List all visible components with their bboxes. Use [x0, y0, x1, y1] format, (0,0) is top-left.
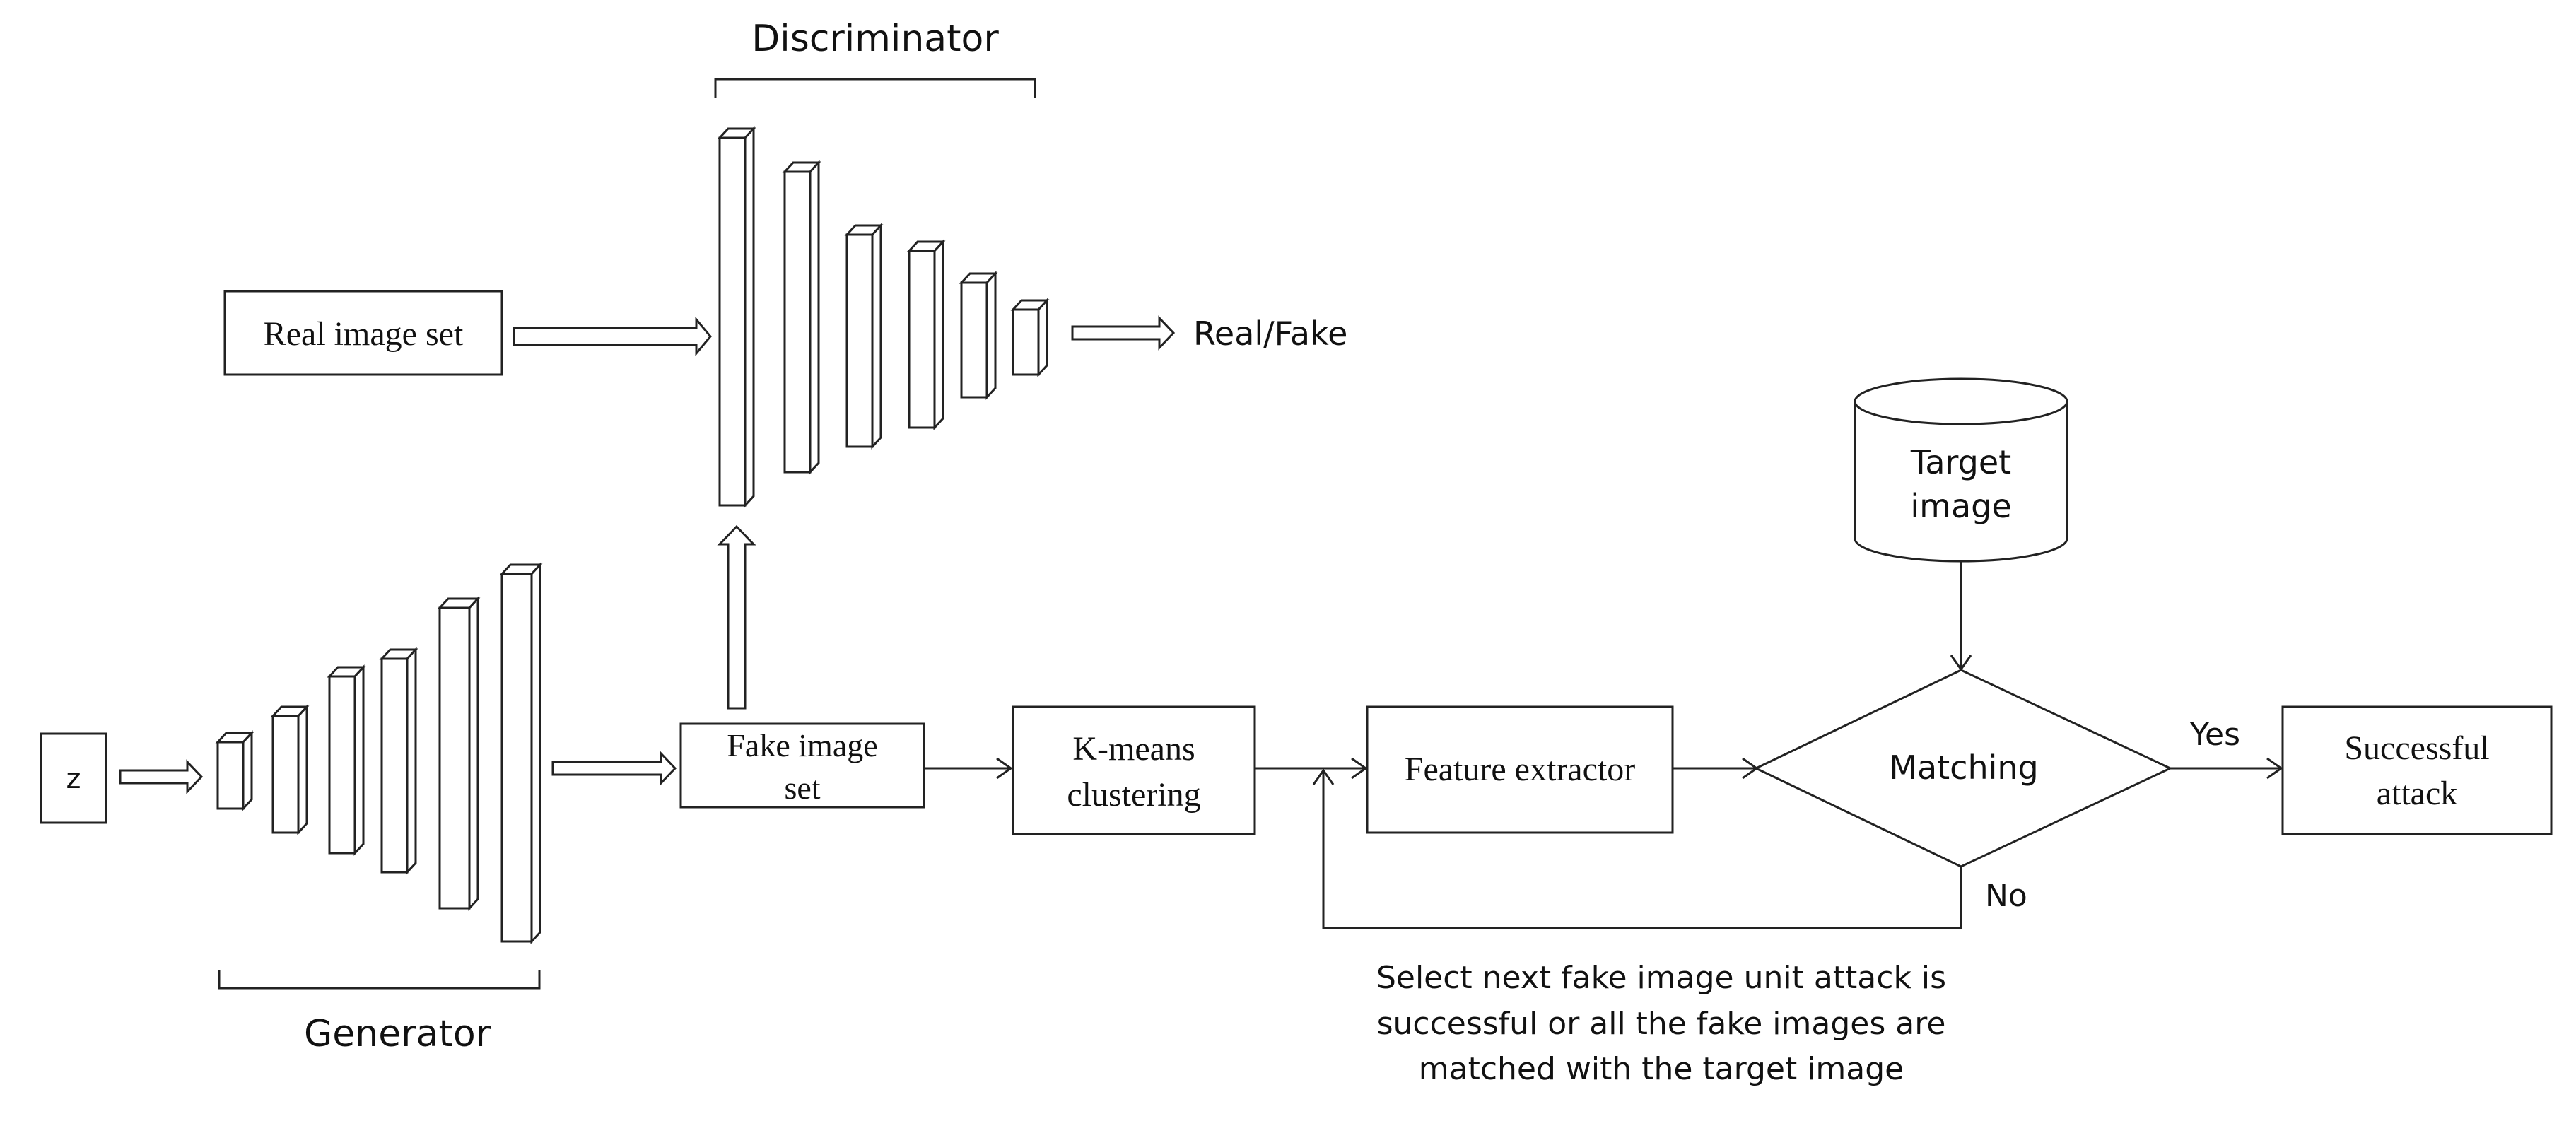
yes-label: Yes: [2189, 717, 2240, 753]
discriminator-layer: [959, 271, 998, 400]
loop-note-line3: matched with the target image: [1419, 1051, 1904, 1087]
matching-yes-arrow: [2170, 757, 2283, 780]
discriminator-layer: [1010, 298, 1050, 377]
real-image-set-label: Real image set: [264, 315, 464, 353]
z-input-box: [40, 732, 107, 824]
fake-to-discriminator-arrow: [717, 524, 756, 710]
z-input-label: z: [66, 763, 81, 795]
feature-extractor-box: [1366, 705, 1674, 834]
discriminator-layer: [844, 223, 884, 450]
successful-attack-label-line1: Successful: [2344, 729, 2489, 767]
kmeans-box: [1012, 705, 1256, 835]
discriminator-layers: [717, 126, 1050, 508]
no-label: No: [1985, 878, 2027, 914]
matching-no-loop: [1312, 768, 1962, 929]
loop-note-line1: Select next fake image unit attack is: [1376, 960, 1946, 996]
z-to-generator-arrow: [119, 759, 204, 794]
generator-layer: [215, 730, 254, 811]
matching-label: Matching: [1889, 749, 2039, 787]
fake-to-kmeans-arrow: [924, 757, 1013, 780]
real-image-set-box: [223, 290, 503, 376]
fake-image-set-label-line1: Fake image: [727, 727, 877, 763]
feature-extractor-label: Feature extractor: [1405, 751, 1636, 788]
real-fake-label: Real/Fake: [1193, 315, 1347, 353]
kmeans-label-line2: clustering: [1067, 776, 1200, 814]
target-image-label-line2: image: [1910, 487, 2011, 525]
target-to-matching-arrow: [1950, 561, 1972, 671]
fake-image-set-label-line2: set: [784, 770, 820, 806]
generator-layer: [270, 704, 310, 835]
discriminator-layer: [906, 239, 946, 430]
discriminator-layer: [717, 126, 756, 508]
generator-layers: [215, 562, 543, 944]
generator-layer: [499, 562, 543, 944]
fake-image-set-box: [679, 722, 925, 809]
generator-bracket: [218, 970, 541, 990]
successful-attack-label-line2: attack: [2377, 775, 2458, 812]
generator-layer: [379, 647, 418, 875]
discriminator-label: Discriminator: [751, 18, 999, 60]
generator-layer: [437, 596, 481, 911]
kmeans-to-feature-arrow: [1255, 757, 1368, 780]
target-image-label-line1: Target: [1910, 443, 2011, 481]
real-to-discriminator-arrow: [513, 316, 712, 357]
successful-attack-box: [2281, 705, 2553, 835]
generator-layer: [327, 664, 366, 856]
loop-note-line2: successful or all the fake images are: [1377, 1006, 1946, 1042]
discriminator-layer: [782, 160, 821, 475]
generator-to-fake-arrow: [551, 751, 677, 786]
kmeans-label-line1: K-means: [1072, 730, 1195, 768]
discriminator-output-arrow: [1071, 315, 1176, 351]
generator-label: Generator: [304, 1013, 491, 1055]
target-image-cylinder: [1854, 377, 2068, 563]
feature-to-matching-arrow: [1673, 757, 1759, 780]
discriminator-bracket: [714, 78, 1036, 98]
